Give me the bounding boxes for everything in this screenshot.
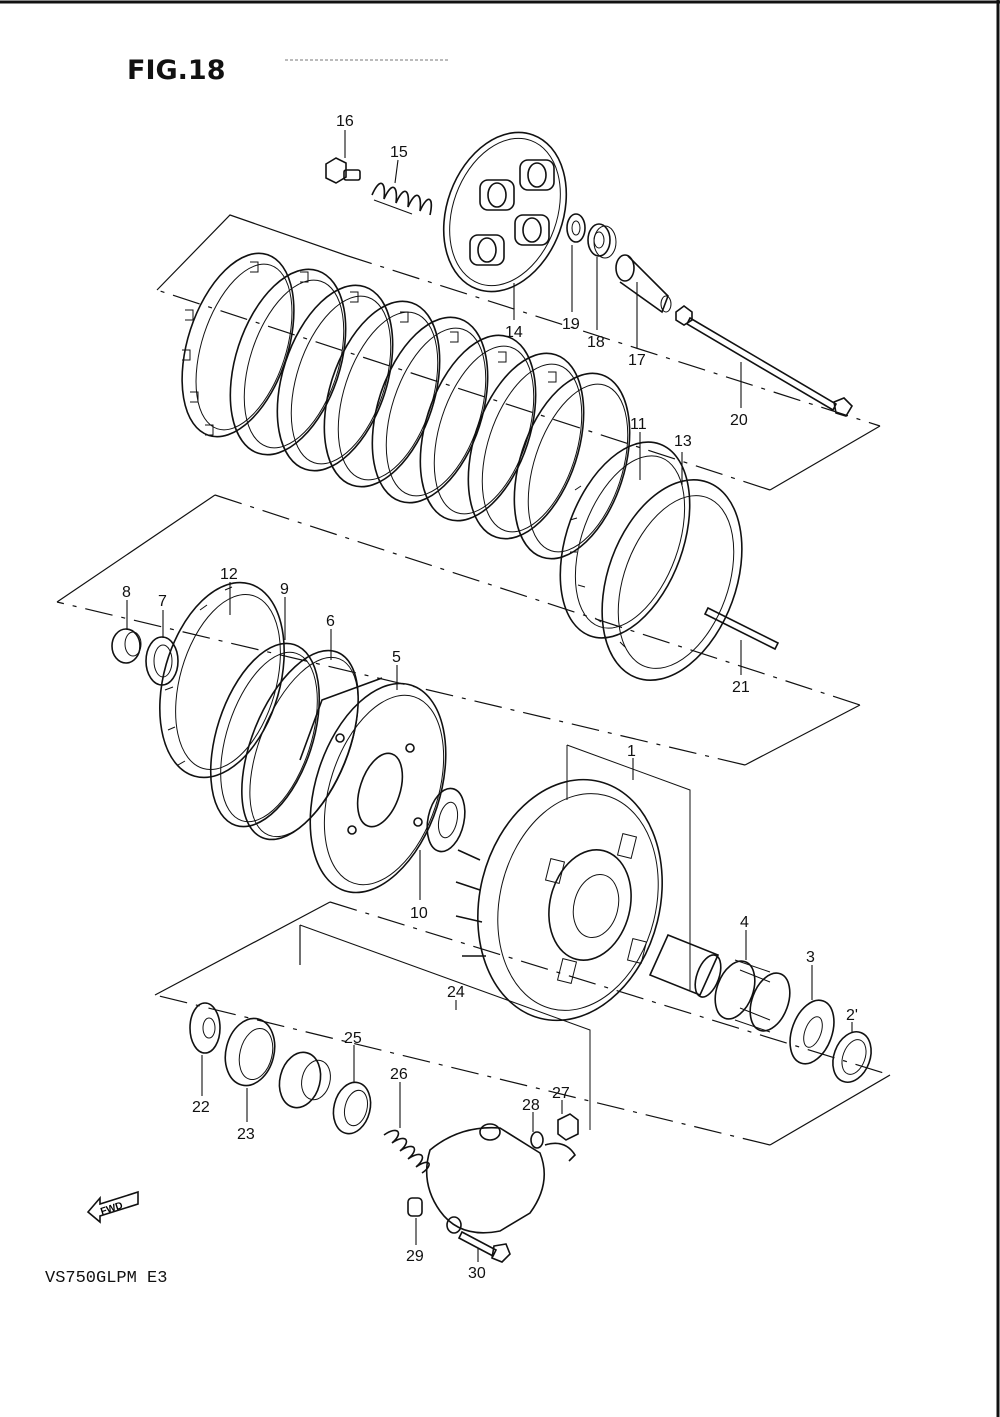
push-piece-17 xyxy=(615,254,672,314)
bleeder-cap xyxy=(544,1142,577,1162)
callout-29: 29 xyxy=(406,1248,424,1265)
callout-10: 10 xyxy=(410,905,428,922)
push-rod-20 xyxy=(675,305,854,417)
bolt-16 xyxy=(325,157,361,184)
judder-spring-plate-13 xyxy=(601,479,743,681)
callout-6: 6 xyxy=(326,613,335,630)
primary-gear-frame xyxy=(566,744,691,990)
callout-9: 9 xyxy=(280,581,289,598)
bolt-30 xyxy=(457,1230,511,1263)
callout-1: 1 xyxy=(627,743,636,760)
leader-lines xyxy=(126,130,853,1262)
primary-driven-gear-1 xyxy=(455,778,663,1022)
plate-set-frame xyxy=(156,214,881,491)
seat-9 xyxy=(209,642,321,828)
callout-3: 3 xyxy=(806,949,815,966)
dowel-29 xyxy=(407,1197,423,1217)
spring-26 xyxy=(383,1129,430,1174)
callout-12: 12 xyxy=(220,566,238,583)
pin-21 xyxy=(703,606,780,651)
callout-24: 24 xyxy=(447,984,465,1001)
callout-14: 14 xyxy=(505,324,523,341)
bearing-22 xyxy=(189,1002,221,1054)
pressure-plate-14 xyxy=(442,131,568,293)
sleeve-hub-5 xyxy=(299,677,447,894)
washer-28 xyxy=(530,1131,544,1149)
callout-19: 19 xyxy=(562,316,580,333)
needle-bearing-4 xyxy=(714,959,791,1033)
callout-22: 22 xyxy=(192,1099,210,1116)
callout-15: 15 xyxy=(390,144,408,161)
callout-4: 4 xyxy=(740,914,749,931)
washer-3 xyxy=(789,999,835,1065)
callout-30: 30 xyxy=(468,1265,486,1282)
bleeder-27 xyxy=(557,1113,579,1141)
callout-28: 28 xyxy=(522,1097,540,1114)
nut-8 xyxy=(111,628,142,664)
callout-11: 11 xyxy=(630,416,647,433)
spacer-2 xyxy=(832,1031,872,1083)
washer-19 xyxy=(566,213,586,243)
callout-17: 17 xyxy=(628,352,646,369)
callout-25: 25 xyxy=(344,1030,362,1047)
starter-clutch-frame xyxy=(154,901,891,1146)
friction-plate-11 xyxy=(559,441,691,648)
clutch-plate-stack xyxy=(181,252,631,560)
callout-2: 2' xyxy=(846,1007,858,1024)
fwd-arrow-icon: FWD xyxy=(86,1190,139,1224)
bushing xyxy=(648,933,722,998)
callout-20: 20 xyxy=(730,412,748,429)
callout-26: 26 xyxy=(390,1066,408,1083)
piston-cup xyxy=(278,1051,331,1109)
callout-27: 27 xyxy=(552,1085,570,1102)
callout-numbers: 1 2' 3 4 5 6 7 8 9 10 11 12 13 14 15 16 … xyxy=(122,113,858,1282)
callout-7: 7 xyxy=(158,593,167,610)
model-code: VS750GLPM E3 xyxy=(45,1269,167,1288)
callout-16: 16 xyxy=(336,113,354,130)
callout-23: 23 xyxy=(237,1126,255,1143)
oil-seal-23 xyxy=(224,1017,276,1087)
seal-25 xyxy=(332,1081,372,1135)
hub-set-frame xyxy=(56,494,861,766)
slave-cylinder-body xyxy=(425,1123,546,1234)
spring-plate-12 xyxy=(159,581,285,779)
callout-8: 8 xyxy=(122,584,131,601)
callout-21: 21 xyxy=(732,679,750,696)
spring-15 xyxy=(371,182,433,216)
callout-13: 13 xyxy=(674,433,692,450)
wire-ring-6 xyxy=(241,649,359,841)
callout-18: 18 xyxy=(587,334,605,351)
figure-label: FIG.18 xyxy=(127,55,225,86)
bearing-18 xyxy=(587,223,617,259)
callout-5: 5 xyxy=(392,649,401,666)
washer-10 xyxy=(426,787,466,853)
